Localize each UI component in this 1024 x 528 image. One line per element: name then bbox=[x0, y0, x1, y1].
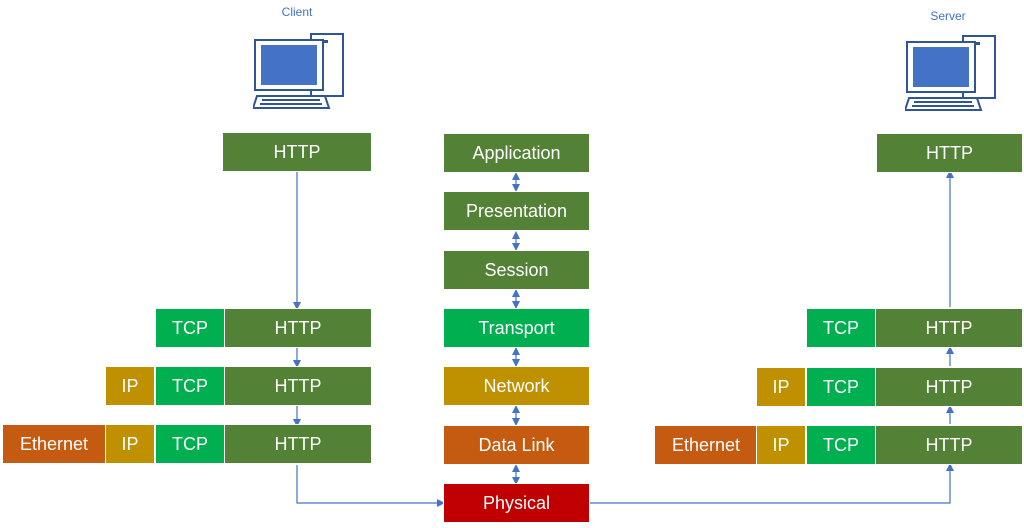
server-http-payload: HTTP bbox=[875, 425, 1023, 465]
client-to-physical-arrow bbox=[296, 465, 445, 507]
server-http-box: HTTP bbox=[876, 133, 1023, 173]
osi-layer-physical: Physical bbox=[443, 483, 590, 523]
client-ethernet-header: Ethernet bbox=[2, 424, 106, 464]
osi-layer-data-link: Data Link bbox=[443, 425, 590, 465]
client-http-payload: HTTP bbox=[224, 366, 372, 406]
client-ip-header: IP bbox=[105, 424, 155, 464]
server-http-payload: HTTP bbox=[875, 367, 1023, 407]
osi-layer-transport: Transport bbox=[443, 308, 590, 348]
osi-layer-presentation: Presentation bbox=[443, 191, 590, 231]
physical-to-server-arrow bbox=[590, 463, 954, 504]
client-http-payload: HTTP bbox=[224, 308, 372, 348]
client-computer-icon bbox=[253, 33, 344, 109]
server-label: Server bbox=[930, 9, 966, 23]
server-ethernet-header: Ethernet bbox=[654, 425, 758, 465]
server-ip-header: IP bbox=[756, 425, 806, 465]
server-http-payload: HTTP bbox=[875, 308, 1023, 348]
osi-layer-application: Application bbox=[443, 133, 590, 173]
osi-layer-network: Network bbox=[443, 366, 590, 406]
client-http-payload: HTTP bbox=[224, 424, 372, 464]
client-ip-header: IP bbox=[105, 366, 155, 406]
server-tcp-header: TCP bbox=[806, 367, 876, 407]
client-http-box: HTTP bbox=[222, 132, 372, 172]
client-label: Client bbox=[281, 5, 313, 19]
server-tcp-header: TCP bbox=[806, 308, 876, 348]
server-computer-icon bbox=[905, 35, 996, 111]
osi-layer-session: Session bbox=[443, 250, 590, 290]
server-tcp-header: TCP bbox=[806, 425, 876, 465]
client-tcp-header: TCP bbox=[155, 424, 225, 464]
client-tcp-header: TCP bbox=[155, 308, 225, 348]
client-tcp-header: TCP bbox=[155, 366, 225, 406]
server-ip-header: IP bbox=[756, 367, 806, 407]
